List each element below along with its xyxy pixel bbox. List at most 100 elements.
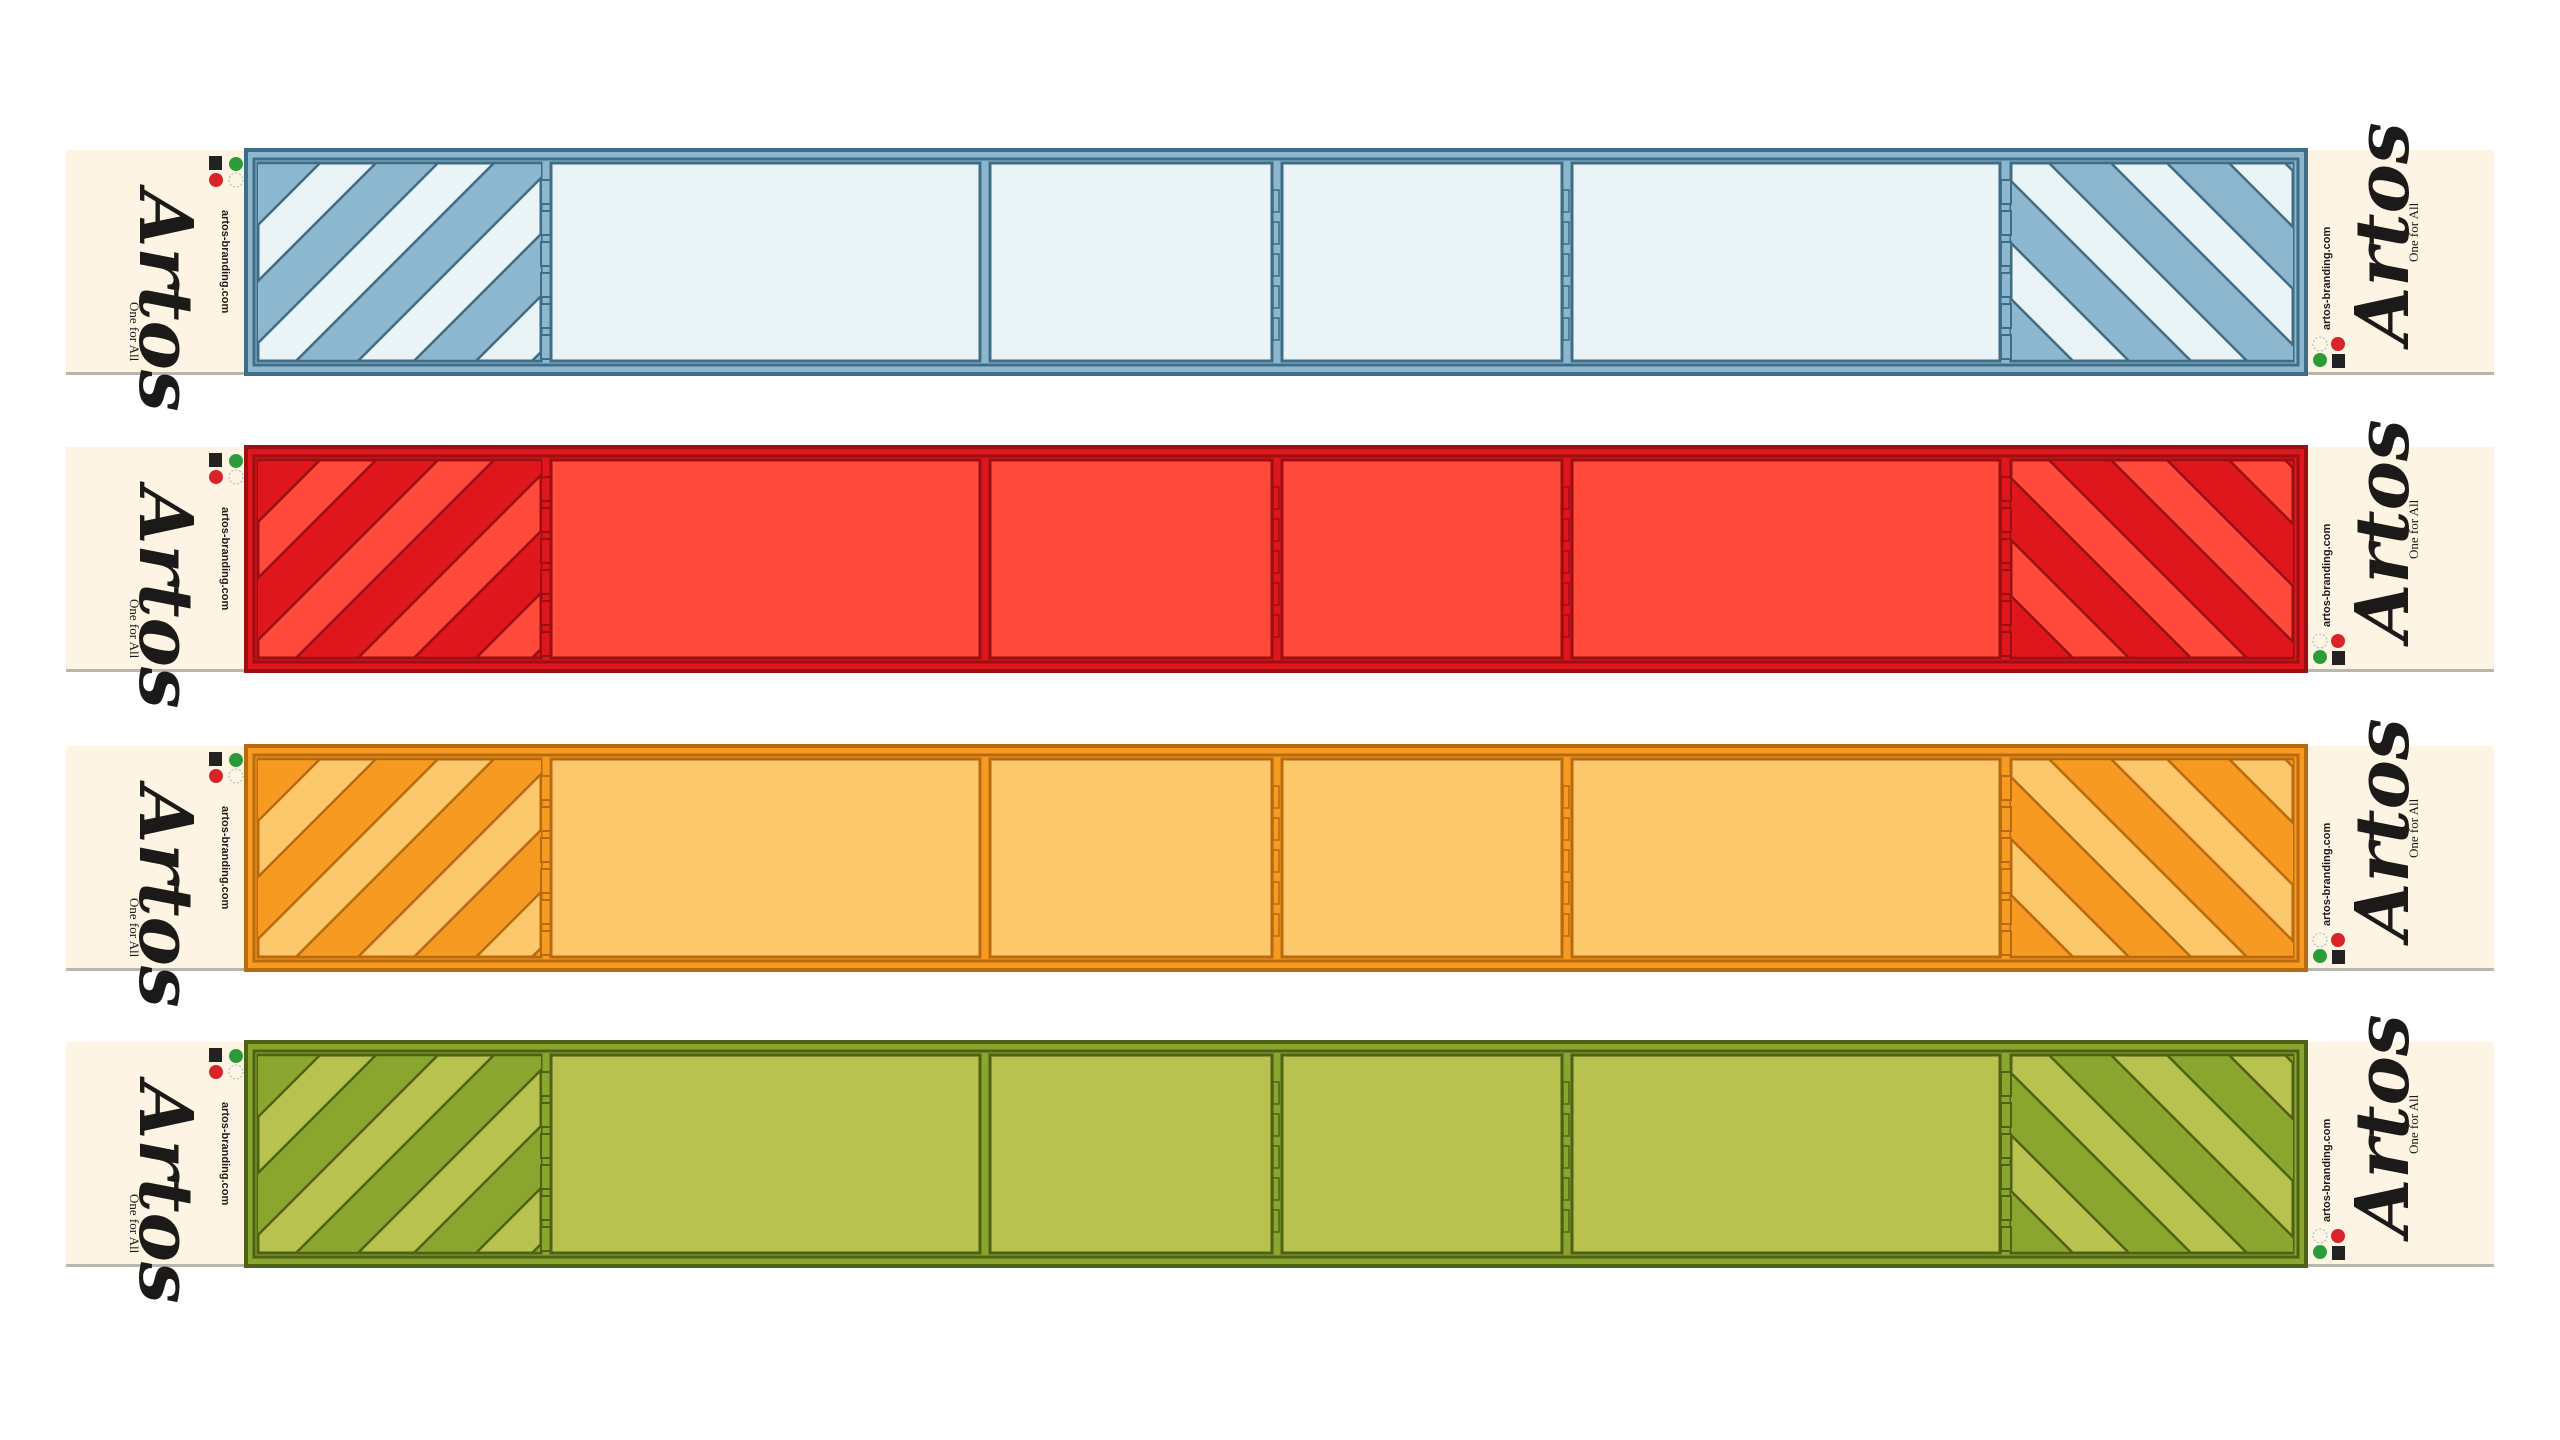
write-panel — [988, 161, 1274, 363]
notch — [2000, 1071, 2012, 1097]
diagonal-stripes — [258, 460, 541, 658]
no-symbol-icon — [209, 1065, 223, 1079]
safety-icon — [209, 752, 222, 766]
notch — [1562, 550, 1570, 574]
notch — [1272, 221, 1280, 245]
write-panel — [1280, 1053, 1564, 1255]
safety-icon — [2332, 354, 2345, 368]
write-panel — [549, 757, 982, 959]
write-panel — [1280, 161, 1564, 363]
notch — [2000, 1195, 2012, 1221]
stripe — [2011, 594, 2075, 658]
tagline: One for All — [127, 1194, 142, 1254]
stripe — [412, 232, 541, 361]
notch — [1562, 1081, 1570, 1105]
notch — [2000, 334, 2012, 360]
recycle-icon — [2313, 650, 2327, 664]
write-panel — [988, 458, 1274, 660]
url-text: artos-branding.com — [219, 507, 231, 611]
notch — [2000, 303, 2012, 329]
url-text: artos-branding.com — [2321, 822, 2333, 926]
stripe — [2283, 163, 2293, 173]
tagline: One for All — [127, 599, 142, 659]
notch — [2000, 837, 2012, 863]
stripe — [2283, 759, 2293, 769]
notch — [1272, 1113, 1280, 1137]
recycle-icon — [229, 157, 243, 171]
eco-icon — [228, 1064, 244, 1080]
notch — [1272, 582, 1280, 606]
url-text: artos-branding.com — [2321, 226, 2333, 330]
stripe — [2011, 297, 2075, 361]
notch — [2000, 1226, 2012, 1252]
stripe — [2165, 460, 2293, 588]
safety-icon — [209, 453, 222, 467]
stripe — [294, 163, 541, 361]
notch — [1562, 881, 1570, 905]
notch — [1272, 785, 1280, 809]
safety-icon — [209, 1048, 222, 1062]
artos-logo: Artos — [122, 780, 208, 1008]
write-panel — [1570, 161, 2002, 363]
notch — [2000, 600, 2012, 626]
notch — [1272, 1145, 1280, 1169]
notch — [1562, 913, 1570, 937]
diagonal-stripes — [2011, 460, 2293, 658]
diagonal-stripes — [258, 759, 541, 957]
eco-icon — [228, 768, 244, 784]
safety-icon — [2332, 1246, 2345, 1260]
safety-icon — [209, 156, 222, 170]
left-tag — [66, 1042, 246, 1266]
notch — [1272, 913, 1280, 937]
notch — [1272, 1177, 1280, 1201]
right-tag — [2306, 1042, 2494, 1266]
stripe — [2165, 163, 2293, 291]
stripe — [258, 460, 322, 524]
no-symbol-icon — [209, 470, 223, 484]
strap-inner-border — [252, 1049, 2300, 1259]
recycle-icon — [2313, 353, 2327, 367]
safety-icon — [2332, 651, 2345, 665]
notch — [1562, 582, 1570, 606]
stripe — [294, 759, 541, 957]
notch — [1272, 1209, 1280, 1233]
left-tag — [66, 746, 246, 970]
notch — [2000, 569, 2012, 595]
notch — [2000, 272, 2012, 298]
strap-inner-border — [252, 157, 2300, 367]
tagline: One for All — [2406, 499, 2421, 559]
artos-logo: Artos — [2340, 1014, 2426, 1242]
stripe — [2011, 1071, 2193, 1253]
notch — [2000, 806, 2012, 832]
artos-logo: Artos — [2340, 122, 2426, 350]
stripe — [2047, 1055, 2293, 1253]
stripe — [258, 460, 440, 642]
notch — [1272, 189, 1280, 213]
notch — [1562, 1113, 1570, 1137]
eco-icon — [2312, 932, 2328, 948]
write-panel — [988, 1053, 1274, 1255]
eco-icon — [228, 469, 244, 485]
notch — [1562, 253, 1570, 277]
stripe — [530, 647, 541, 658]
notch — [2000, 179, 2012, 205]
stripe — [2011, 1189, 2075, 1253]
stripe — [2283, 460, 2293, 470]
stripe — [2283, 1055, 2293, 1065]
artos-logo: Artos — [2340, 718, 2426, 946]
write-panel — [1570, 1053, 2002, 1255]
notch — [1272, 614, 1280, 638]
notch — [2000, 899, 2012, 925]
notch — [1272, 518, 1280, 542]
notch — [1272, 285, 1280, 309]
write-panel — [988, 757, 1274, 959]
no-symbol-icon — [2331, 1229, 2345, 1243]
notch — [2000, 507, 2012, 533]
stripe — [2011, 476, 2193, 658]
write-panel — [549, 161, 982, 363]
notch — [2000, 631, 2012, 657]
artos-logo: Artos — [122, 184, 208, 412]
